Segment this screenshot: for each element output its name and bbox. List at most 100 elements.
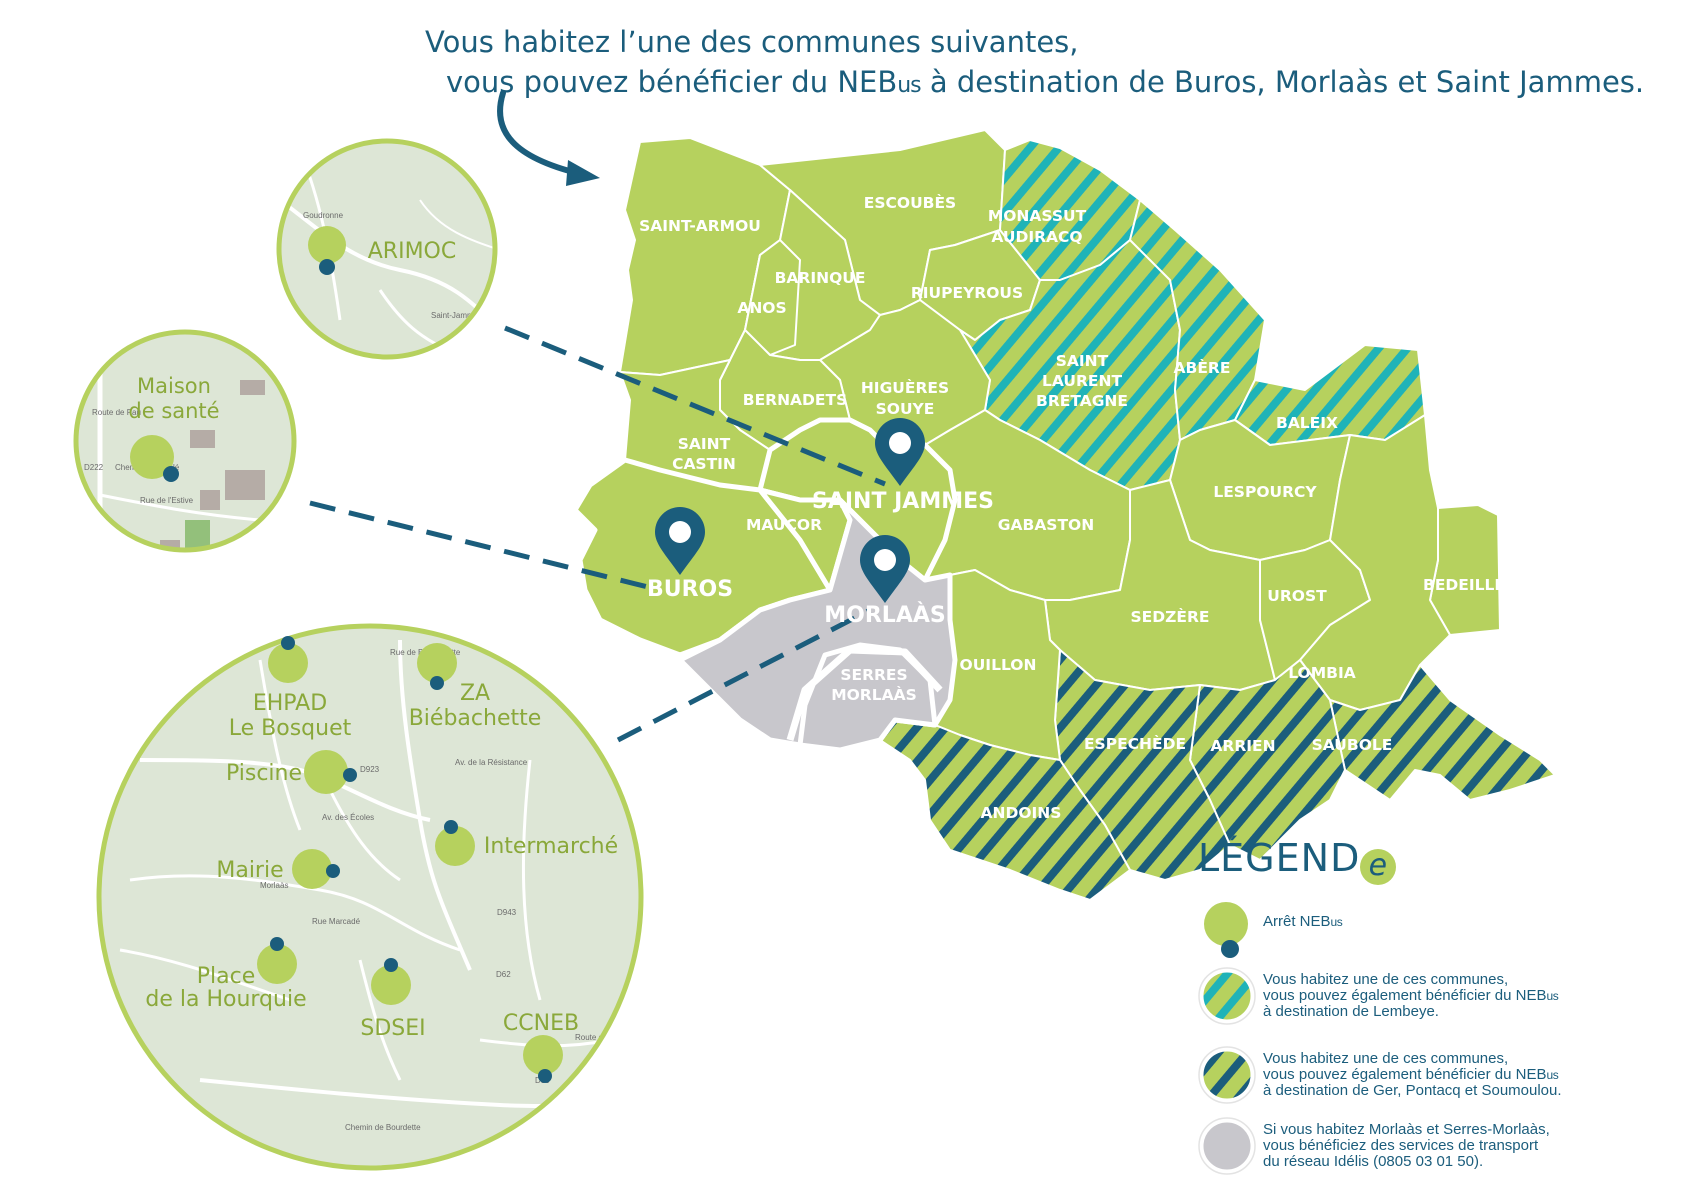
label-morlaas: MORLAÀS (824, 602, 945, 628)
legend-ger-line-2: vous pouvez également bénéficier du NEBu… (1263, 1067, 1562, 1083)
label-escoubes: ESCOUBÈS (864, 193, 956, 212)
stop-ccneb-icon (523, 1035, 563, 1075)
commune-saubole (1329, 664, 1556, 801)
label-arimoc: ARIMOC (368, 239, 456, 264)
legend-lembeye-line-2-pre: vous pouvez également bénéficier du NEB (1263, 987, 1547, 1004)
street-saint-jammes: Saint-Jammes (431, 311, 482, 320)
label-sedzere: SEDZÈRE (1131, 607, 1210, 626)
serres-border (786, 646, 943, 742)
stop-ccneb-dot-icon (538, 1069, 552, 1083)
street-route-de-pau: Route de Pau (92, 408, 141, 417)
legend-ger-line-1: Vous habitez une de ces communes, (1263, 1050, 1509, 1067)
stop-place-dot-icon (270, 937, 284, 951)
street-d62: D62 (496, 970, 511, 979)
legend-item-stop: Arrêt NEBus (1263, 913, 1343, 930)
legend-stop-icon (1204, 902, 1248, 946)
stop-ehpad-icon (268, 643, 308, 683)
legend-stop-dot-icon (1221, 940, 1239, 958)
pin-morlaas-icon (860, 535, 910, 603)
stop-maison-dot-icon (163, 466, 179, 482)
stop-place-icon (257, 944, 297, 984)
stop-mairie-dot-icon (326, 864, 340, 878)
stop-arimoc-icon (308, 226, 346, 264)
headline-line-2-pre: vous pouvez bénéficier du NEB (446, 65, 898, 99)
label-sdsei: SDSEI (360, 1016, 425, 1041)
label-baleix: BALEIX (1276, 414, 1338, 432)
arrow-icon (497, 90, 588, 178)
stop-intermarche-icon (435, 826, 475, 866)
street-av-ecoles: Av. des Écoles (322, 813, 374, 822)
label-serres-1: SERRES (840, 666, 907, 684)
street-d943: D943 (497, 908, 517, 917)
legend-ger-line-2-pre: vous pouvez également bénéficier du NEB (1263, 1066, 1547, 1083)
label-maucor: MAUCOR (746, 516, 822, 534)
arrow-head-icon (566, 160, 600, 186)
legend-item-idelis: Si vous habitez Morlaàs et Serres-Morlaà… (1263, 1122, 1550, 1170)
legend-item-ger: Vous habitez une de ces communes, vous p… (1263, 1051, 1562, 1099)
label-gabaston: GABASTON (998, 516, 1094, 534)
stop-maison-icon (130, 435, 174, 479)
label-saint-laurent-1: SAINT (1056, 352, 1109, 370)
legend-ger-line-2-sub: us (1546, 1068, 1559, 1082)
street-d222: D222 (84, 463, 104, 472)
label-za-2: Biébachette (409, 706, 542, 731)
street-rue-estive: Rue de l'Estive (140, 496, 194, 505)
headline-line-1: Vous habitez l’une des communes suivante… (425, 25, 1079, 59)
inset-arimoc: Saint-Jammes Goudronne ARIMOC (276, 138, 498, 360)
label-za-1: ZA (460, 681, 490, 706)
label-saint-castin-2: CASTIN (672, 455, 736, 473)
legend-item-stop-pre: Arrêt NEB (1263, 913, 1331, 930)
stop-sdsei-icon (371, 965, 411, 1005)
label-saint-jammes: SAINT JAMMES (812, 489, 994, 514)
street-av-resistance-1: Av. de la Résistance (455, 758, 528, 767)
headline-line-2: vous pouvez bénéficier du NEBus à destin… (446, 62, 1644, 106)
legend-idelis-line-2: vous bénéficiez des services de transpor… (1263, 1137, 1539, 1154)
label-saint-laurent-3: BRETAGNE (1036, 392, 1128, 410)
label-abere: ABÈRE (1174, 358, 1231, 377)
label-maison-2: de santé (128, 399, 219, 423)
connector-morlaas (616, 607, 872, 743)
legend-item-lembeye: Vous habitez une de ces communes, vous p… (1263, 971, 1559, 1020)
legend-title-text: LÉGEND (1198, 836, 1361, 880)
nebus-logo-suffix: us (897, 73, 921, 98)
label-bernadets: BERNADETS (743, 391, 848, 409)
street-chemin-bourdette: Chemin de Bourdette (345, 1123, 421, 1132)
commune-lombia (1299, 414, 1451, 711)
label-andoins: ANDOINS (981, 804, 1062, 822)
legend-lembeye-line-3: à destination de Lembeye. (1263, 1003, 1439, 1020)
inset-morlaas: Morlaàs D923 Av. des Écoles Av. de la Ré… (96, 623, 644, 1171)
label-anos: ANOS (737, 299, 786, 317)
stop-intermarche-dot-icon (444, 820, 458, 834)
legend-lembeye-line-2-sub: us (1546, 989, 1559, 1003)
label-urost: UROST (1267, 587, 1327, 605)
label-monassut-2: AUDIRACQ (991, 228, 1082, 246)
street-route-lembeye: Route de Lembeye (575, 1033, 643, 1042)
label-ccneb: CCNEB (503, 1011, 579, 1036)
headline-line-2-post: à destination de Buros, Morlaàs et Saint… (920, 65, 1645, 99)
label-mairie: Mairie (216, 858, 283, 883)
legend-item-stop-sub: us (1330, 915, 1343, 929)
label-serres-2: MORLAÀS (831, 685, 917, 704)
label-place-1: Place (197, 964, 256, 989)
legend-ger-line-3: à destination de Ger, Pontacq et Soumoul… (1263, 1082, 1562, 1099)
label-lombia: LOMBIA (1288, 664, 1356, 682)
label-piscine: Piscine (226, 761, 302, 786)
legend-symbols (1198, 902, 1256, 1175)
legend-lembeye-line-1: Vous habitez une de ces communes, (1263, 971, 1509, 988)
stop-mairie-icon (292, 849, 332, 889)
stop-za-dot-icon (430, 676, 444, 690)
legend-idelis-swatch (1200, 1119, 1254, 1173)
legend-lembeye-line-2: vous pouvez également bénéficier du NEBu… (1263, 987, 1559, 1004)
stop-ehpad-dot-icon (281, 636, 295, 650)
legend-lembeye-swatch (1200, 969, 1254, 1023)
legend-idelis-line-1: Si vous habitez Morlaàs et Serres-Morlaà… (1263, 1121, 1550, 1138)
stop-sdsei-dot-icon (384, 958, 398, 972)
label-lespourcy: LESPOURCY (1213, 483, 1317, 501)
label-saint-armou: SAINT-ARMOU (639, 217, 761, 235)
label-buros: BUROS (647, 577, 733, 602)
legend-ger-swatch (1200, 1048, 1254, 1102)
street-rue-marcade: Rue Marcadé (312, 917, 361, 926)
connector-maison (309, 500, 653, 591)
